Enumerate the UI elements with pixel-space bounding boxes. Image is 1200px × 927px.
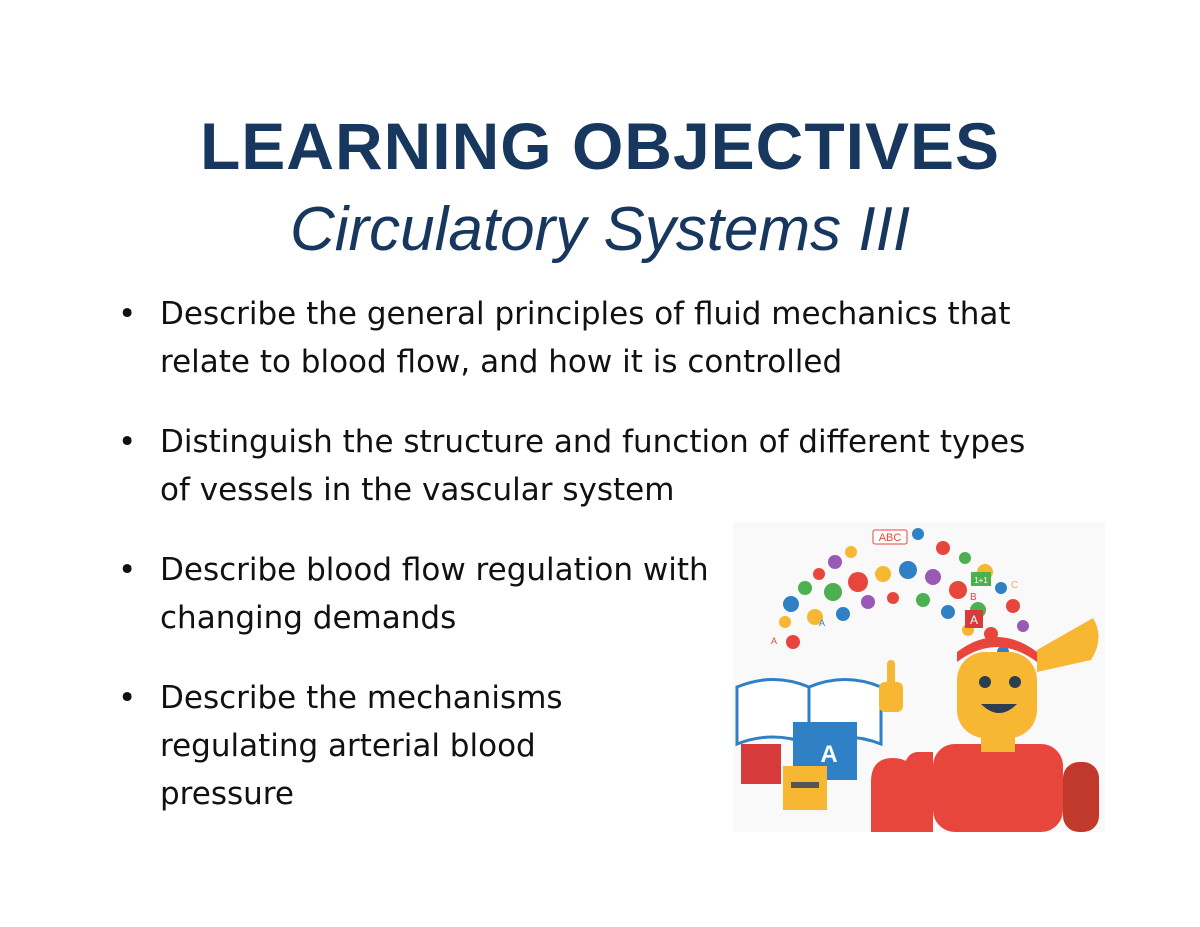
list-item: • Describe the general principles of flu… [118,290,1040,386]
label-math: 1+1 [974,576,988,585]
objectives-list: • Describe the general principles of flu… [118,290,1040,850]
student-ideas-illustration: ABC A B C 1+1 A A A [733,522,1105,832]
objective-text: Describe blood flow regulation with chan… [160,552,709,636]
list-item: • Describe blood flow regulation with ch… [118,546,1040,642]
bullet-icon: • [118,424,137,460]
page-title: LEARNING OBJECTIVES [199,109,1001,183]
ideas-arc: ABC A B C 1+1 A A [771,528,1029,658]
books-icon: A [735,678,883,810]
label-b: B [970,592,977,603]
bullet-icon: • [118,296,137,332]
page-subtitle: Circulatory Systems III [289,195,911,264]
label-a2: A [819,618,825,628]
bullet-icon: • [118,680,137,716]
book-letter: A [820,741,837,768]
list-item: • Distinguish the structure and function… [118,418,1040,514]
list-item: • Describe the mechanisms regulating art… [118,674,1040,818]
label-c: C [1011,580,1018,591]
objective-text: Distinguish the structure and function o… [160,424,1026,508]
label-abc: ABC [879,532,902,544]
label-a: A [970,613,978,627]
bullet-icon: • [118,552,137,588]
objective-text: Describe the mechanisms regulating arter… [160,680,563,812]
objective-text: Describe the general principles of fluid… [160,296,1011,380]
label-a3: A [771,636,777,646]
student-character [871,618,1099,832]
